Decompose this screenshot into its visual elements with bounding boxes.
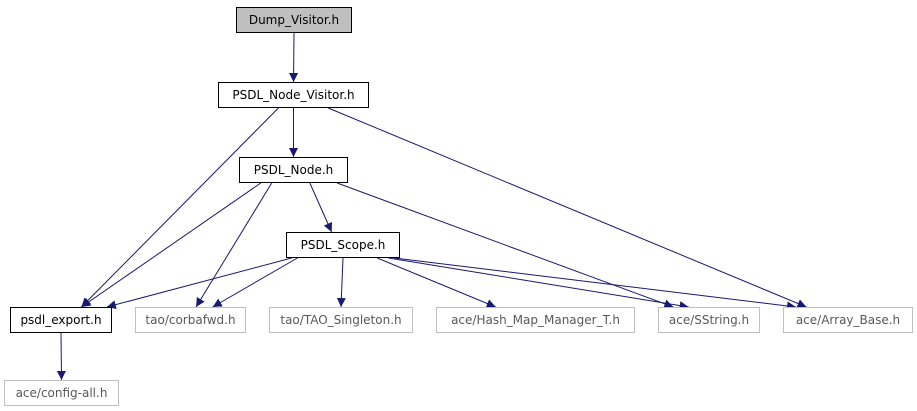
node-ace-hash-map-manager: ace/Hash_Map_Manager_T.h: [436, 307, 635, 333]
node-psdl-scope[interactable]: PSDL_Scope.h: [286, 232, 400, 258]
edge-psdl-node-to-ace-sstring: [336, 182, 674, 309]
edge-psdl-scope-to-ace-array-base: [394, 257, 797, 311]
node-ace-config-all: ace/config-all.h: [4, 380, 119, 406]
edge-psdl-scope-to-tao-corbafwd: [212, 257, 298, 308]
node-ace-sstring: ace/SString.h: [658, 307, 760, 333]
node-tao-corbafwd: tao/corbafwd.h: [135, 307, 246, 333]
node-dump-visitor: Dump_Visitor.h: [236, 7, 352, 33]
edge-psdl-export-to-ace-config-all: [56, 332, 66, 381]
edge-psdl-scope-to-ace-sstring: [388, 257, 689, 310]
edge-psdl-node-to-psdl-scope: [309, 182, 333, 233]
node-tao-singleton: tao/TAO_Singleton.h: [269, 307, 413, 333]
edge-psdl-node-visitor-to-ace-array-base: [328, 107, 807, 308]
edge-psdl-scope-to-psdl-export: [106, 257, 292, 310]
node-psdl-export[interactable]: psdl_export.h: [10, 307, 112, 333]
node-psdl-node[interactable]: PSDL_Node.h: [239, 157, 348, 183]
edge-psdl-node-to-psdl-export: [81, 182, 262, 308]
edge-dump-visitor-to-psdl-node-visitor: [289, 32, 299, 83]
node-psdl-node-visitor[interactable]: PSDL_Node_Visitor.h: [218, 82, 369, 108]
edge-psdl-scope-to-ace-hash-map-manager: [377, 257, 496, 308]
edge-psdl-node-visitor-to-psdl-export: [81, 107, 279, 308]
node-ace-array-base: ace/Array_Base.h: [783, 307, 913, 333]
edge-psdl-node-to-tao-corbafwd: [195, 182, 273, 308]
edge-psdl-scope-to-tao-singleton: [336, 257, 346, 308]
